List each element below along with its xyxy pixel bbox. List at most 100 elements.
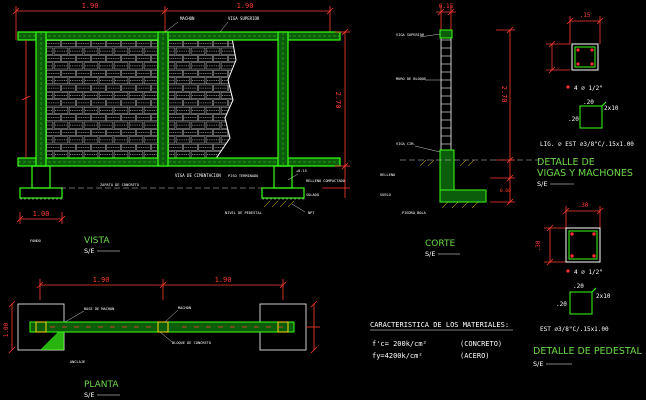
wall-block [76, 129, 91, 136]
pedestal-stirrup-dim-side: .20 [556, 301, 567, 308]
wall-block [61, 114, 76, 122]
wall-block [83, 77, 99, 85]
wall-block [53, 92, 69, 99]
corte-scale: S/E [425, 250, 435, 258]
vigas-stirrup-w: .20 [583, 99, 594, 106]
wall-block [213, 129, 228, 136]
wall-block [205, 47, 221, 55]
wall-block [168, 114, 183, 122]
planta-note-anclaje: ANCLAJE [70, 360, 85, 364]
wall-block [190, 121, 206, 129]
wall-block [128, 47, 144, 55]
wall-block [190, 62, 206, 70]
wall-block [113, 136, 129, 144]
corte-note-relleno: RELLENO [380, 173, 395, 177]
vista-dim-span1: 1.90 [82, 2, 99, 10]
vigas-title-line1: DETALLE DE [537, 157, 595, 168]
pedestal-left [31, 165, 51, 189]
corte-note-viga-sup: VIGA SUPERIOR [396, 33, 425, 37]
note-solado: SOLADO [306, 193, 319, 197]
note-zapata: ZAPATA DE CONCRETO [100, 183, 139, 187]
wall-block [136, 69, 151, 77]
note-machon: MACHON [180, 16, 195, 21]
footings [19, 165, 305, 199]
wall-block [190, 77, 206, 85]
note-piso: PISO TERMINADO [228, 174, 258, 178]
wall-block [106, 114, 121, 122]
vigas-stirrup-note: LIG. ⌀ EST ⌀3/8"C/.15x1.00 [540, 141, 634, 148]
vigas-stirrup-dim: 2x10 [604, 105, 619, 112]
detalle-pedestal: .30 .30 4 ⌀ 1/2" .20 2x10 .20 EST ⌀3/8"C… [533, 202, 642, 368]
materiales-concrete: f'c= 200k/cm² [372, 340, 427, 348]
wall-block [183, 84, 198, 92]
wall-block [106, 84, 121, 92]
wall-block [68, 62, 84, 70]
wall-block [175, 47, 191, 55]
wall-block [121, 99, 136, 107]
corte-block-courses [441, 39, 451, 145]
vigas-stirrup-dim-side: .20 [568, 116, 579, 123]
wall-block [168, 55, 183, 62]
wall-block [53, 121, 69, 129]
wall-block [53, 62, 69, 70]
vigas-rebars [576, 48, 594, 66]
wall-block [106, 55, 121, 62]
materiales-concrete-label: (CONCRETO) [460, 340, 502, 348]
wall-block [175, 121, 191, 129]
vigas-section-dim: .15 [580, 12, 591, 19]
pedestal-stirrup [568, 230, 598, 260]
wall-block [113, 62, 129, 70]
note-pedestal: NIVEL DE PEDESTAL [225, 211, 262, 215]
vigas-rebar-note: 4 ⌀ 1/2" [574, 85, 603, 92]
pedestal-rebar-note: 4 ⌀ 1/2" [574, 269, 603, 276]
wall-block [98, 121, 114, 129]
vista-scale: S/E [84, 247, 94, 255]
wall-block [113, 92, 129, 99]
corte-dim-top: 0.15 [439, 3, 454, 10]
wall-block [128, 106, 144, 114]
corte-top-beam [439, 29, 453, 39]
wall-block [168, 99, 183, 107]
note-viga-cimentacion: VIGA DE CIMENTACION [175, 173, 221, 178]
wall-block [136, 129, 151, 136]
corte-wall [440, 29, 452, 159]
wall-block [183, 129, 198, 136]
wall-block [198, 143, 213, 151]
wall-block [128, 121, 144, 129]
wall-block [205, 106, 221, 114]
wall-block [61, 69, 76, 77]
note-fondo: FONDO [30, 239, 41, 243]
wall-block [68, 106, 84, 114]
wall-block [83, 92, 99, 99]
wall-block [190, 136, 206, 144]
wall-block [76, 84, 91, 92]
wall-block [113, 106, 129, 114]
wall-block [53, 47, 69, 55]
wall-block [213, 99, 228, 107]
block-pattern-left [46, 40, 158, 159]
wall-block [61, 99, 76, 107]
wall-block [183, 114, 198, 122]
vista-height-dimension [322, 28, 350, 198]
wall-block [128, 77, 144, 85]
wall-block [91, 69, 106, 77]
wall-block [98, 106, 114, 114]
wall-block [136, 55, 151, 62]
wall-block [76, 143, 91, 151]
corte-section: 0.15 2.70 0.60 VIGA SUPE [380, 3, 540, 258]
wall-block [168, 77, 176, 85]
wall-block [106, 129, 121, 136]
wall-block [61, 84, 76, 92]
wall-block [113, 47, 129, 55]
wall-block [128, 62, 144, 70]
vigas-stirrup [574, 46, 596, 68]
wall-block [121, 84, 136, 92]
pedestal-stirrup-detail [569, 291, 593, 315]
vigas-stirrup-detail [579, 105, 603, 129]
corte-title: CORTE [425, 239, 455, 249]
wall-block [213, 84, 228, 92]
wall-break-line [214, 37, 237, 161]
pedestal-right [273, 165, 293, 189]
wall-block [175, 77, 191, 85]
